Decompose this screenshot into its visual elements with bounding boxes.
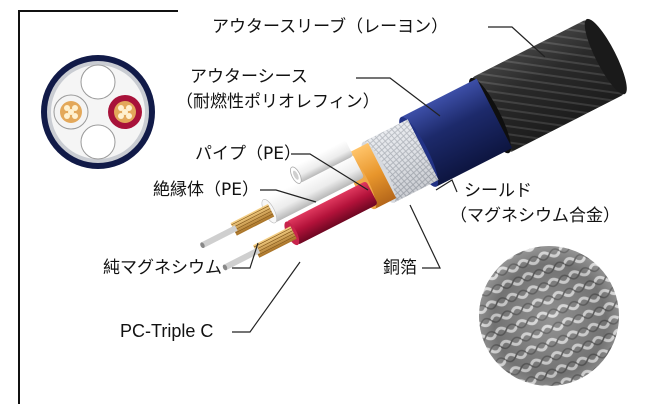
leader-shield: [435, 179, 458, 193]
label-copper-foil: 銅箔: [383, 258, 417, 278]
label-insulator: 絶縁体（PE）: [153, 180, 259, 200]
label-pure-magnesium: 純マグネシウム: [103, 258, 222, 278]
label-shield-material: （マグネシウム合金）: [450, 206, 620, 226]
cable-cross-section-icon: [41, 55, 155, 169]
label-shield-title: シールド: [464, 181, 532, 201]
leader-pure-magnesium: [232, 242, 259, 269]
frame-left-line: [18, 10, 20, 404]
leader-lines: [232, 26, 546, 333]
leader-outer-sleeve: [488, 26, 546, 58]
leader-pipe: [291, 153, 369, 191]
leader-pc-triple-c: [232, 261, 301, 333]
label-pipe: パイプ（PE）: [195, 144, 301, 164]
label-outer-sheath-title: アウターシース: [190, 67, 308, 87]
label-pc-triple-c: PC-Triple C: [120, 321, 214, 341]
label-outer-sleeve: アウタースリーブ（レーヨン）: [212, 17, 449, 37]
label-outer-sheath-material: （耐燃性ポリオレフィン）: [176, 92, 380, 112]
frame-top-line: [18, 10, 178, 12]
leader-copper-foil: [409, 204, 441, 269]
leader-insulator: [260, 189, 317, 203]
red-conductor: [222, 181, 377, 271]
leader-outer-sheath: [356, 77, 441, 117]
braided-shield-closeup-image: [477, 244, 621, 388]
